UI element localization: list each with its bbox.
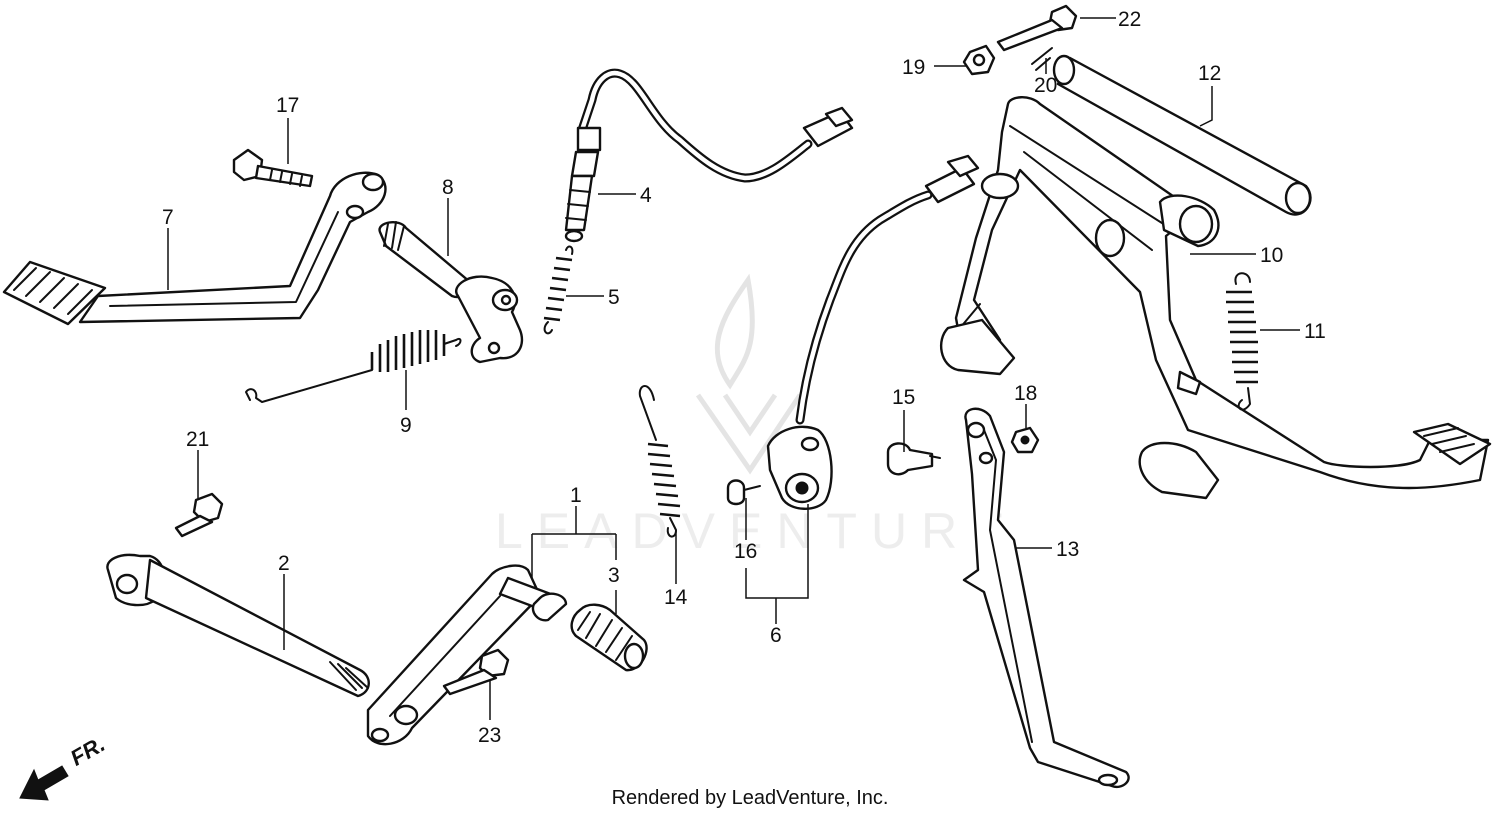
- bolt-21: [174, 492, 224, 538]
- stand-pipe-12: [1052, 54, 1312, 216]
- nut-19: [962, 44, 996, 76]
- bolt-22: [996, 4, 1078, 52]
- callout-17: 17: [276, 94, 299, 117]
- side-stand: [962, 407, 1130, 789]
- callout-8: 8: [442, 176, 454, 199]
- rubber-peg: [570, 603, 648, 672]
- callout-15: 15: [892, 386, 915, 409]
- bolt-17: [232, 148, 314, 188]
- main-stand: [939, 96, 1492, 500]
- callout-18: 18: [1014, 382, 1037, 405]
- callout-22: 22: [1118, 8, 1141, 31]
- callout-4: 4: [640, 184, 652, 207]
- callout-3: 3: [608, 564, 620, 587]
- change-arm: [106, 553, 370, 698]
- spring-9: [245, 330, 462, 403]
- callout-10: 10: [1260, 244, 1283, 267]
- nut-18: [1010, 426, 1040, 454]
- bolt-15: [886, 442, 941, 476]
- callout-14: 14: [664, 586, 688, 609]
- callout-16: 16: [734, 540, 757, 563]
- callout-1: 1: [570, 484, 582, 507]
- callout-labels: 17 7 8 9 4 5 21 2 1 3 14 16 6 23 15 18 1…: [162, 8, 1326, 747]
- callout-20: 20: [1034, 74, 1057, 97]
- sidestand-switch: [766, 154, 980, 510]
- leader-lines: [167, 17, 1300, 720]
- callout-9: 9: [400, 414, 412, 437]
- render-credit: Rendered by LeadVenture, Inc.: [611, 787, 889, 809]
- gear-shift-pedal: [366, 564, 568, 746]
- callout-19: 19: [902, 56, 925, 79]
- callout-5: 5: [608, 286, 620, 309]
- pivot-shaft: [378, 221, 524, 364]
- callout-6: 6: [770, 624, 782, 647]
- callout-23: 23: [478, 724, 501, 747]
- front-direction-arrow: [19, 765, 69, 801]
- callout-21: 21: [186, 428, 209, 451]
- callout-12: 12: [1198, 62, 1221, 85]
- spring-11: [1226, 272, 1258, 411]
- callout-7: 7: [162, 206, 174, 229]
- callout-2: 2: [278, 552, 290, 575]
- bolt-23: [442, 648, 510, 696]
- brake-pedal: [2, 171, 387, 326]
- spring-5: [543, 245, 574, 335]
- brake-switch: [564, 68, 854, 243]
- screw-16: [726, 479, 761, 506]
- watermark-text: LEADVENTURE: [495, 503, 1019, 559]
- callout-13: 13: [1056, 538, 1079, 561]
- cotter-pin-20: [1031, 47, 1053, 71]
- watermark-logo: LEADVENTURE: [495, 273, 1019, 559]
- callout-11: 11: [1304, 320, 1326, 343]
